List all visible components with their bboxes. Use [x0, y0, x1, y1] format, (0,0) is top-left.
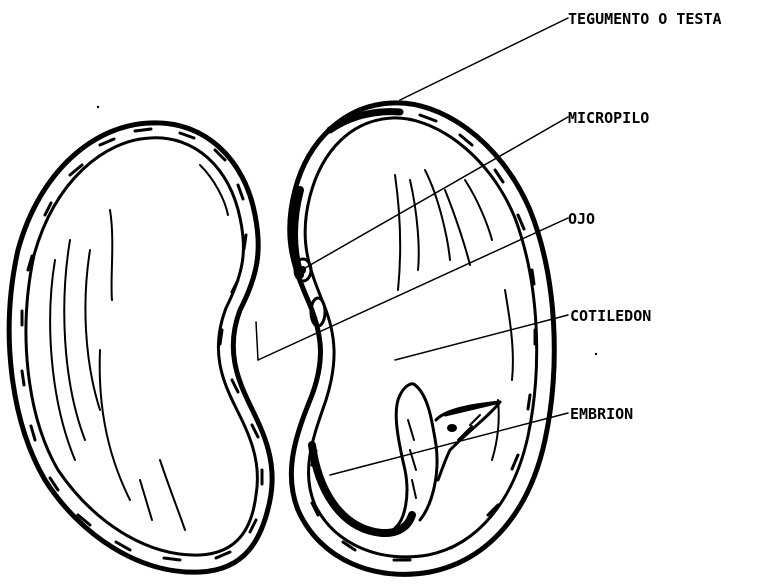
scan-speck — [595, 353, 597, 355]
scan-speck — [97, 106, 99, 108]
left-cotyledon — [9, 123, 272, 572]
label-embrion: EMBRION — [570, 405, 633, 423]
leader-lines — [256, 18, 568, 475]
label-micropilo: MICROPILO — [568, 109, 649, 127]
label-tegumento: TEGUMENTO O TESTA — [568, 10, 722, 28]
label-ojo: OJO — [568, 210, 595, 228]
label-cotiledon: COTILEDON — [570, 307, 651, 325]
embryo — [312, 384, 500, 533]
